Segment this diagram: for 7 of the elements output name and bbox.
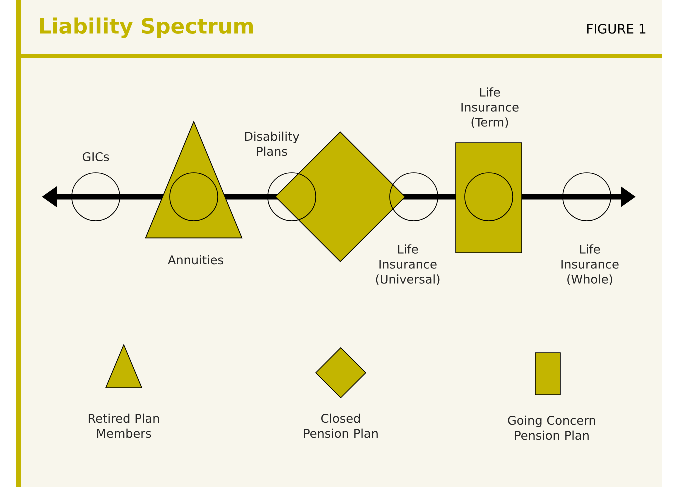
legend-label: Retired Plan Members [88,414,160,438]
title: Liability Spectrum [40,18,254,38]
triangle-shape [145,120,243,239]
legend-label: Closed Pension Plan [304,414,378,438]
rectangle-shape [456,142,522,254]
legend-label: Going Concern Pension Plan [508,416,596,440]
figure-number: FIGURE 1 [588,24,646,34]
